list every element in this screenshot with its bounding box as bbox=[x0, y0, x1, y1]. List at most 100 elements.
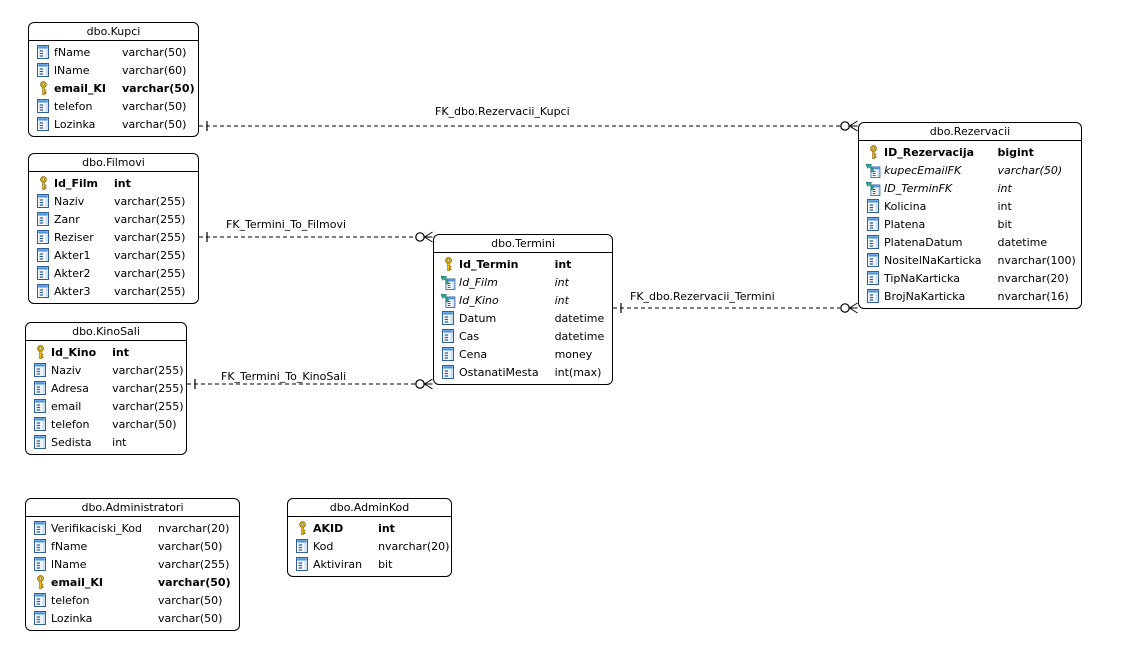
table-title[interactable]: dbo.KinoSali bbox=[26, 323, 186, 341]
relationship-label: FK_dbo.Rezervacii_Kupci bbox=[435, 105, 570, 118]
column-type: bit bbox=[378, 557, 393, 571]
column-name: telefon bbox=[51, 593, 90, 607]
column-type: varchar(50) bbox=[158, 539, 223, 553]
primary-key-icon bbox=[288, 519, 313, 537]
column-type: varchar(50) bbox=[112, 417, 177, 431]
column-type: int bbox=[112, 345, 130, 359]
table-title[interactable]: dbo.Filmovi bbox=[29, 154, 198, 172]
column-type: int bbox=[378, 521, 395, 535]
column-name: email_KI bbox=[51, 575, 104, 589]
column-icon bbox=[859, 197, 884, 215]
relationship-line-fk-rezervacii-kupci[interactable] bbox=[199, 120, 858, 132]
relationship-label: FK_Termini_To_Filmovi bbox=[226, 218, 347, 231]
many-end-circle bbox=[415, 232, 425, 242]
column-type: varchar(255) bbox=[113, 194, 186, 208]
column-name: lName bbox=[54, 63, 90, 77]
column-name: Naziv bbox=[54, 194, 85, 208]
crow-foot bbox=[849, 302, 858, 314]
relationship-label: FK_dbo.Rezervacii_Termini bbox=[630, 290, 775, 303]
column-type: int bbox=[554, 275, 569, 289]
column-type: int bbox=[112, 435, 127, 449]
column-name: fName bbox=[54, 45, 91, 59]
relationship-line-fk-rezervacii-termini[interactable] bbox=[613, 302, 858, 314]
column-type: varchar(50) bbox=[122, 117, 187, 131]
table-title[interactable]: dbo.Rezervacii bbox=[859, 123, 1081, 141]
column-icon bbox=[434, 309, 459, 327]
column-icon bbox=[29, 43, 54, 61]
column-type: nvarchar(20) bbox=[997, 271, 1069, 285]
column-icon bbox=[859, 287, 884, 305]
column-icon bbox=[434, 327, 459, 345]
table-title[interactable]: dbo.Administratori bbox=[26, 499, 239, 517]
relationship-line-fk-termini-to-filmovi[interactable] bbox=[199, 231, 433, 243]
column-type: varchar(255) bbox=[112, 381, 184, 395]
column-name: Cena bbox=[459, 347, 488, 361]
column-type: datetime bbox=[997, 235, 1048, 249]
column-type: varchar(255) bbox=[113, 212, 186, 226]
column-name: Akter3 bbox=[54, 284, 91, 298]
column-icon bbox=[29, 192, 54, 210]
column-row[interactable]: Naziv varchar(255) bbox=[29, 192, 198, 210]
column-icon bbox=[859, 233, 884, 251]
column-icon bbox=[29, 210, 54, 228]
many-end-circle bbox=[415, 379, 425, 389]
table-title[interactable]: dbo.AdminKod bbox=[288, 499, 451, 517]
column-type: varchar(255) bbox=[112, 363, 184, 377]
table-title[interactable]: dbo.Kupci bbox=[29, 23, 198, 41]
column-name: OstanatiMesta bbox=[459, 365, 539, 379]
column-icon bbox=[29, 264, 54, 282]
relationship-line-fk-termini-to-kinosali[interactable] bbox=[187, 378, 433, 390]
table-title[interactable]: dbo.Termini bbox=[434, 235, 612, 253]
